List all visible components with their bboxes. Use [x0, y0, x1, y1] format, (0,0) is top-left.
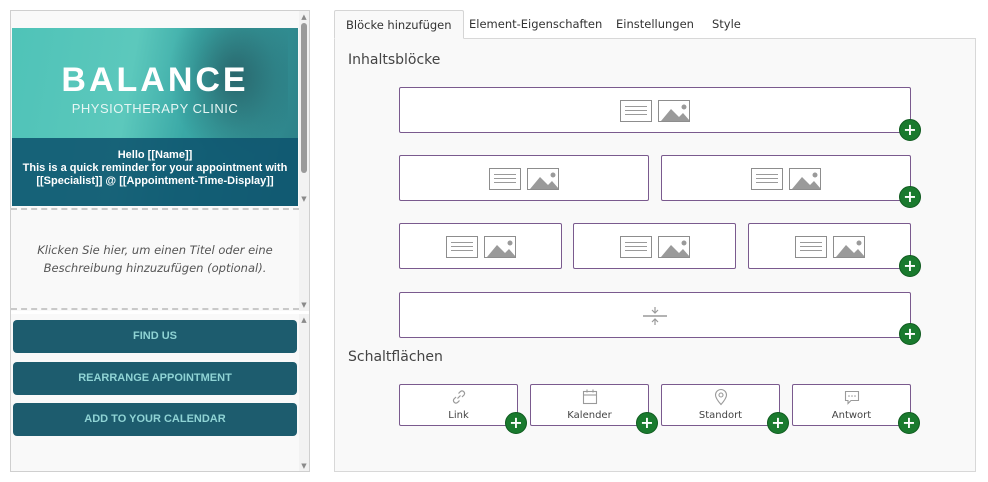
- calendar-block-label: Kalender: [567, 410, 612, 421]
- text-icon: [445, 236, 478, 258]
- text-icon: [620, 100, 652, 122]
- location-pin-icon: [714, 389, 727, 406]
- tab-style[interactable]: Style: [712, 17, 741, 31]
- divider-icon: [640, 305, 670, 327]
- text-icon: [794, 236, 827, 258]
- add-calendar-button[interactable]: +: [636, 412, 658, 434]
- find-us-button[interactable]: FIND US: [13, 320, 297, 353]
- block-three-column-middle[interactable]: [573, 223, 736, 269]
- block-divider: [11, 308, 299, 310]
- section-title-content-blocks: Inhaltsblöcke: [348, 52, 441, 68]
- block-two-column-left[interactable]: [399, 155, 649, 201]
- greeting-text: Hello [[Name]]: [117, 149, 193, 161]
- section-title-buttons: Schaltflächen: [348, 349, 443, 365]
- text-icon: [489, 168, 521, 190]
- title-placeholder[interactable]: Klicken Sie hier, um einen Titel oder ei…: [37, 243, 273, 275]
- calendar-button-block[interactable]: Kalender: [530, 384, 649, 426]
- image-icon: [527, 168, 559, 190]
- reply-button-block[interactable]: Antwort: [792, 384, 911, 426]
- image-icon: [658, 100, 690, 122]
- add-to-calendar-button[interactable]: ADD TO YOUR CALENDAR: [13, 403, 297, 436]
- add-three-column-block-button[interactable]: +: [899, 255, 921, 277]
- brand-tagline: PHYSIOTHERAPY CLINIC: [71, 101, 239, 116]
- scroll-up-arrow-icon[interactable]: ▲: [301, 13, 307, 21]
- block-divider-row[interactable]: [399, 292, 911, 338]
- image-icon: [483, 236, 516, 258]
- email-preview: BALANCE PHYSIOTHERAPY CLINIC Hello [[Nam…: [10, 10, 310, 472]
- block-three-column-left[interactable]: [399, 223, 562, 269]
- preview-upper-pane[interactable]: BALANCE PHYSIOTHERAPY CLINIC Hello [[Nam…: [11, 11, 299, 311]
- rearrange-appointment-button[interactable]: REARRANGE APPOINTMENT: [13, 362, 297, 395]
- add-link-button[interactable]: +: [505, 412, 527, 434]
- add-location-button[interactable]: +: [767, 412, 789, 434]
- calendar-icon: [582, 389, 597, 405]
- add-one-column-block-button[interactable]: +: [899, 119, 921, 141]
- scroll-up-arrow-icon[interactable]: ▲: [301, 316, 307, 324]
- blocks-panel: Inhaltsblöcke + +: [334, 38, 976, 472]
- preview-buttons-pane: FIND US REARRANGE APPOINTMENT ADD TO YOU…: [11, 314, 299, 471]
- image-icon: [657, 236, 690, 258]
- add-divider-block-button[interactable]: +: [899, 323, 921, 345]
- block-two-column-right[interactable]: [661, 155, 911, 201]
- text-icon: [619, 236, 652, 258]
- scroll-down-arrow-icon[interactable]: ▼: [301, 195, 307, 203]
- block-one-column[interactable]: [399, 87, 911, 133]
- preview-lower-scrollbar[interactable]: ▲ ▼: [299, 314, 309, 471]
- add-reply-button[interactable]: +: [898, 412, 920, 434]
- link-icon: [452, 390, 465, 404]
- tab-element-properties[interactable]: Element-Eigenschaften: [469, 17, 603, 31]
- image-icon: [789, 168, 821, 190]
- block-three-column-right[interactable]: [748, 223, 911, 269]
- reply-bubble-icon: [844, 390, 859, 405]
- add-two-column-block-button[interactable]: +: [899, 186, 921, 208]
- image-icon: [832, 236, 865, 258]
- reminder-band: Hello [[Name]] This is a quick reminder …: [12, 138, 298, 206]
- reminder-line-2: [[Specialist]] @ [[Appointment-Time-Disp…: [36, 175, 274, 187]
- location-button-block[interactable]: Standort: [661, 384, 780, 426]
- preview-upper-scrollbar[interactable]: ▲ ▼ ▼: [299, 11, 309, 311]
- reply-block-label: Antwort: [831, 410, 872, 421]
- location-block-label: Standort: [698, 410, 743, 421]
- scroll-down-arrow-icon[interactable]: ▼: [301, 301, 307, 309]
- brand-logo: BALANCE: [61, 61, 249, 99]
- link-block-label: Link: [448, 410, 469, 421]
- tab-add-blocks[interactable]: Blöcke hinzufügen: [334, 10, 464, 39]
- tab-settings[interactable]: Einstellungen: [616, 17, 694, 31]
- hero-banner[interactable]: BALANCE PHYSIOTHERAPY CLINIC Hello [[Nam…: [12, 28, 298, 206]
- text-icon: [751, 168, 783, 190]
- block-divider: [11, 208, 299, 210]
- reminder-line-1: This is a quick reminder for your appoin…: [22, 162, 288, 174]
- scroll-down-arrow-icon[interactable]: ▼: [301, 462, 307, 470]
- scroll-thumb[interactable]: [301, 23, 307, 173]
- link-button-block[interactable]: Link: [399, 384, 518, 426]
